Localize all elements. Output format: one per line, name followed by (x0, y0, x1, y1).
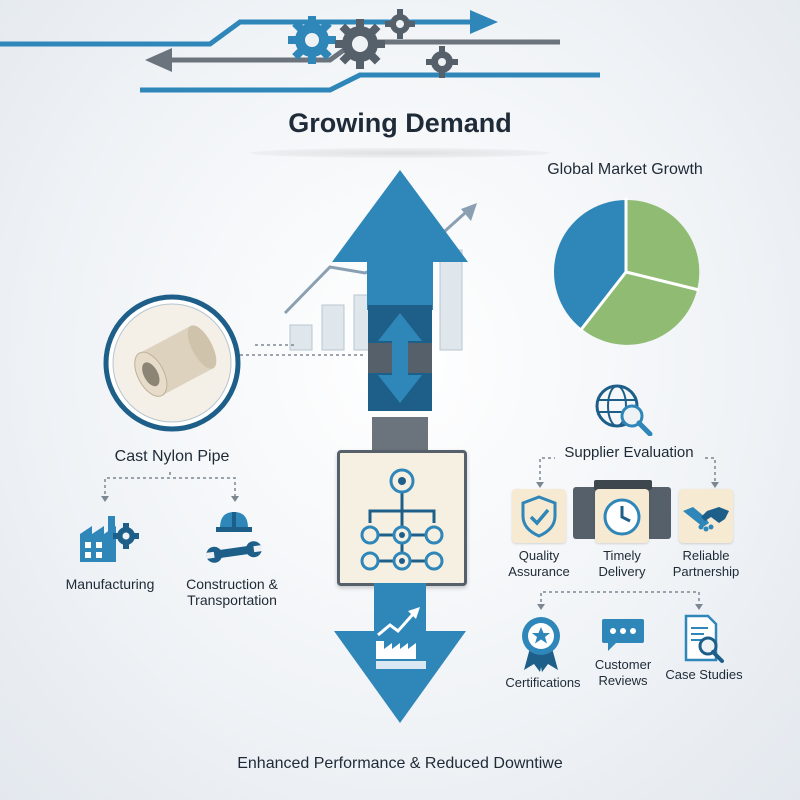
process-network-box (337, 450, 467, 586)
nylon-pipe-icon (103, 294, 241, 432)
right-arrow-head-icon (470, 10, 498, 34)
criterion-label-partnership: Reliable Partnership (672, 548, 740, 579)
pie-chart-icon (553, 198, 700, 345)
growth-up-arrow-icon (332, 170, 468, 310)
pie-slice-green-top (626, 199, 700, 290)
application-label-construction: Construction & Transportation (186, 576, 278, 608)
criterion-label-quality: Quality Assurance (508, 548, 570, 579)
market-growth-label: Global Market Growth (547, 161, 703, 178)
delivery-panel-top (594, 480, 652, 490)
factory-growth-icon (376, 607, 426, 669)
product-branch-connector (101, 472, 239, 502)
supplier-branch-connector (536, 457, 719, 488)
right-arrow-lines (0, 19, 600, 93)
quality-assurance-tile (512, 489, 566, 543)
shield-check-icon (521, 495, 557, 538)
application-label-manufacturing: Manufacturing (65, 576, 155, 592)
clock-icon (603, 498, 641, 536)
supplier-evaluation-label: Supplier Evaluation (564, 444, 694, 461)
award-badge-icon (522, 617, 560, 672)
timely-delivery-tile (595, 489, 649, 543)
trend-arrow-head-icon (461, 203, 477, 221)
header-gears-arrows-decoration (0, 9, 600, 93)
evidence-label-certifications: Certifications (505, 675, 581, 690)
page-title: Growing Demand (288, 108, 512, 138)
handshake-icon (683, 507, 729, 532)
pie-slice-blue (553, 200, 626, 329)
double-arrow-icon (368, 305, 432, 411)
globe-search-icon (595, 384, 653, 436)
helmet-wrench-icon (206, 512, 262, 563)
down-arrow-icon (334, 583, 466, 723)
gear-icon (288, 16, 336, 64)
evidence-branch-connector (537, 591, 703, 610)
left-arrow-head-icon (145, 48, 172, 72)
connector-block (372, 417, 428, 451)
product-label: Cast Nylon Pipe (114, 448, 230, 465)
document-search-icon (684, 614, 724, 663)
evidence-label-case-studies: Case Studies (665, 667, 743, 682)
gear-icon (426, 46, 458, 78)
gear-icon (385, 9, 415, 39)
factory-gear-icon (80, 516, 139, 562)
left-arrow-lines (155, 39, 560, 63)
process-network-icon (360, 468, 444, 571)
pipe-connector-line (240, 354, 365, 356)
gear-icon (335, 19, 385, 69)
pie-slice-green-bottom (582, 272, 697, 345)
evidence-label-reviews: Customer Reviews (594, 657, 652, 688)
criterion-label-delivery: Timely Delivery (598, 548, 646, 579)
reliable-partnership-tile (679, 489, 733, 543)
review-bubble-icon (602, 619, 644, 651)
footer-text: Enhanced Performance & Reduced Downtiwe (237, 755, 563, 772)
title-shadow (250, 148, 550, 158)
